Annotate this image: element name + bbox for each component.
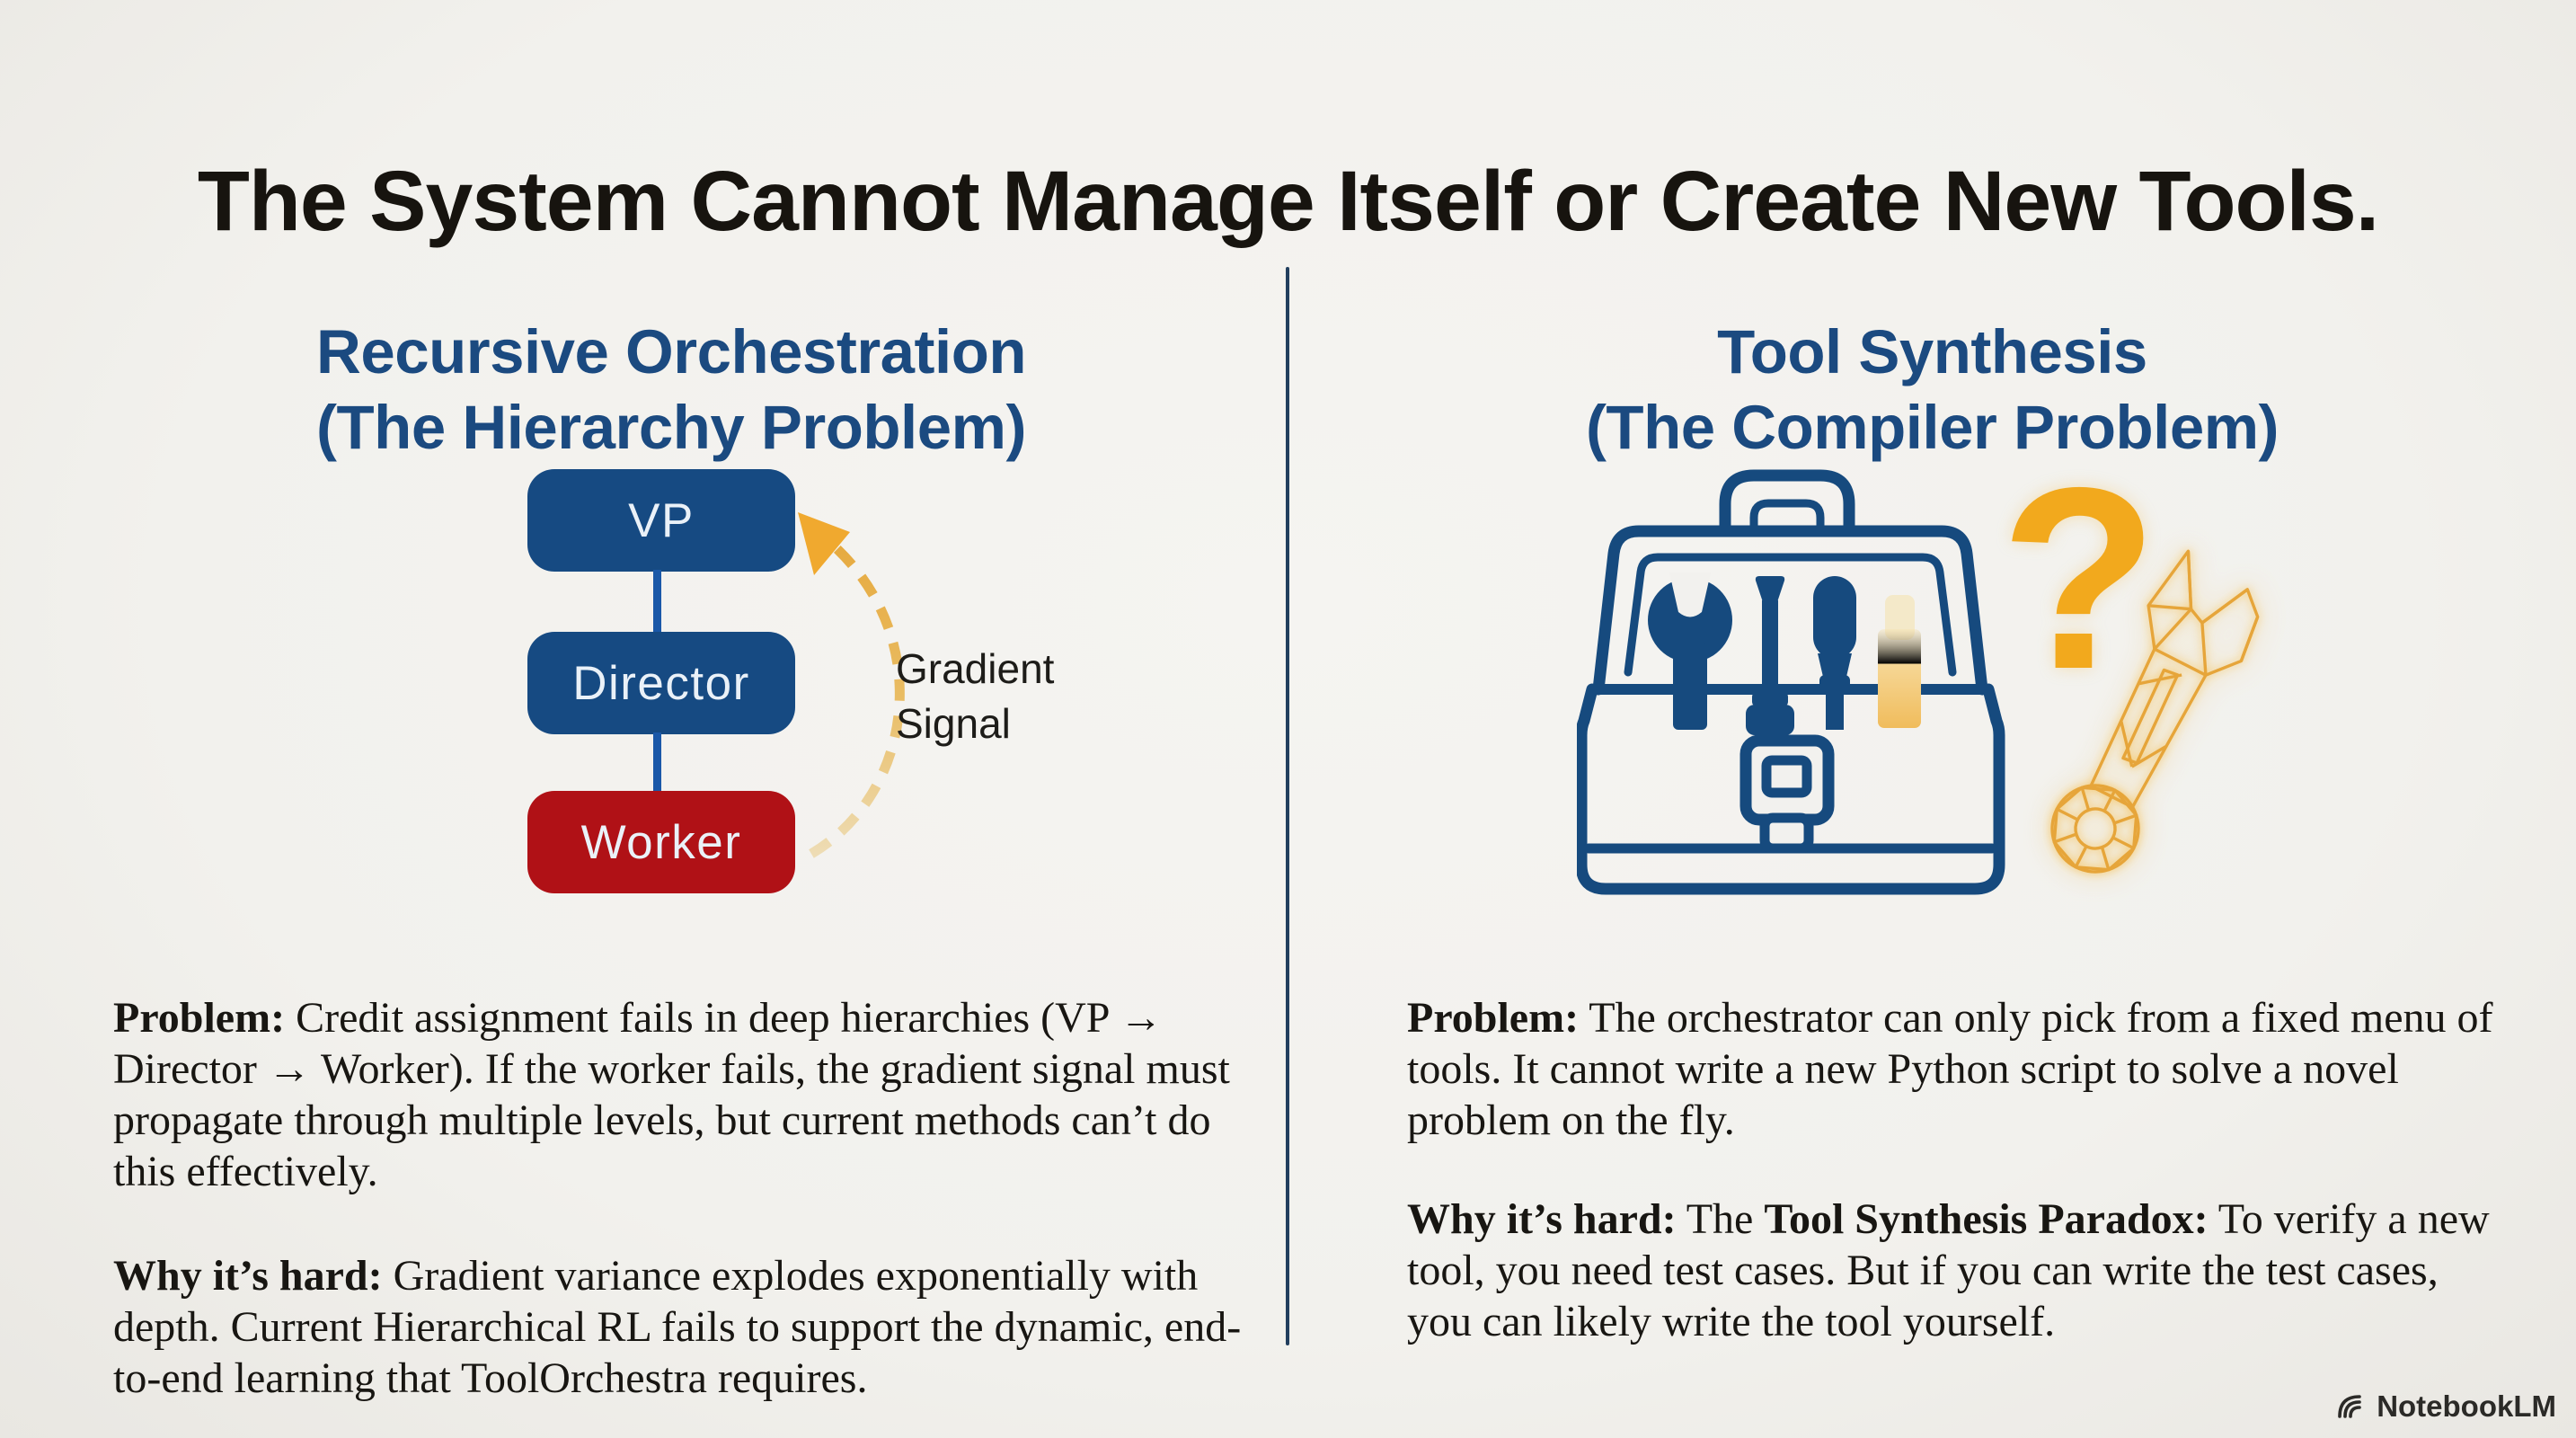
left-why-text: Why it’s hard: Gradient variance explode… bbox=[113, 1252, 1242, 1402]
brand-label: NotebookLM bbox=[2377, 1389, 2556, 1423]
hierarchy-connector-bottom bbox=[653, 732, 661, 793]
left-column-heading: Recursive Orchestration (The Hierarchy P… bbox=[27, 315, 1315, 466]
left-heading-line1: Recursive Orchestration bbox=[316, 317, 1027, 387]
right-why-text: Why it’s hard: The Tool Synthesis Parado… bbox=[1407, 1195, 2490, 1345]
toolbox-icon bbox=[1577, 469, 2005, 895]
right-heading-line1: Tool Synthesis bbox=[1717, 317, 2147, 387]
gradient-signal-arrow-icon bbox=[798, 512, 905, 858]
notebooklm-watermark: NotebookLM bbox=[2334, 1389, 2556, 1424]
left-heading-line2: (The Hierarchy Problem) bbox=[316, 393, 1026, 463]
right-heading-line2: (The Compiler Problem) bbox=[1585, 393, 2279, 463]
left-problem-text: Problem: Credit assignment fails in deep… bbox=[113, 994, 1230, 1195]
right-problem-text: Problem: The orchestrator can only pick … bbox=[1407, 994, 2493, 1144]
question-mark-icon: ? bbox=[2000, 434, 2158, 723]
right-column-heading: Tool Synthesis (The Compiler Problem) bbox=[1288, 315, 2576, 466]
wireframe-wrench-icon bbox=[2050, 549, 2260, 874]
gradient-signal-label: Gradient Signal bbox=[896, 645, 1055, 747]
hierarchy-node-vp: VP bbox=[527, 469, 795, 572]
column-divider bbox=[1286, 267, 1289, 1345]
page-title: The System Cannot Manage Itself or Creat… bbox=[197, 153, 2379, 249]
notebooklm-logo-icon bbox=[2338, 1395, 2361, 1418]
hierarchy-node-director: Director bbox=[527, 632, 795, 734]
hierarchy-node-worker: Worker bbox=[527, 791, 795, 893]
hierarchy-connector-top bbox=[653, 570, 661, 634]
